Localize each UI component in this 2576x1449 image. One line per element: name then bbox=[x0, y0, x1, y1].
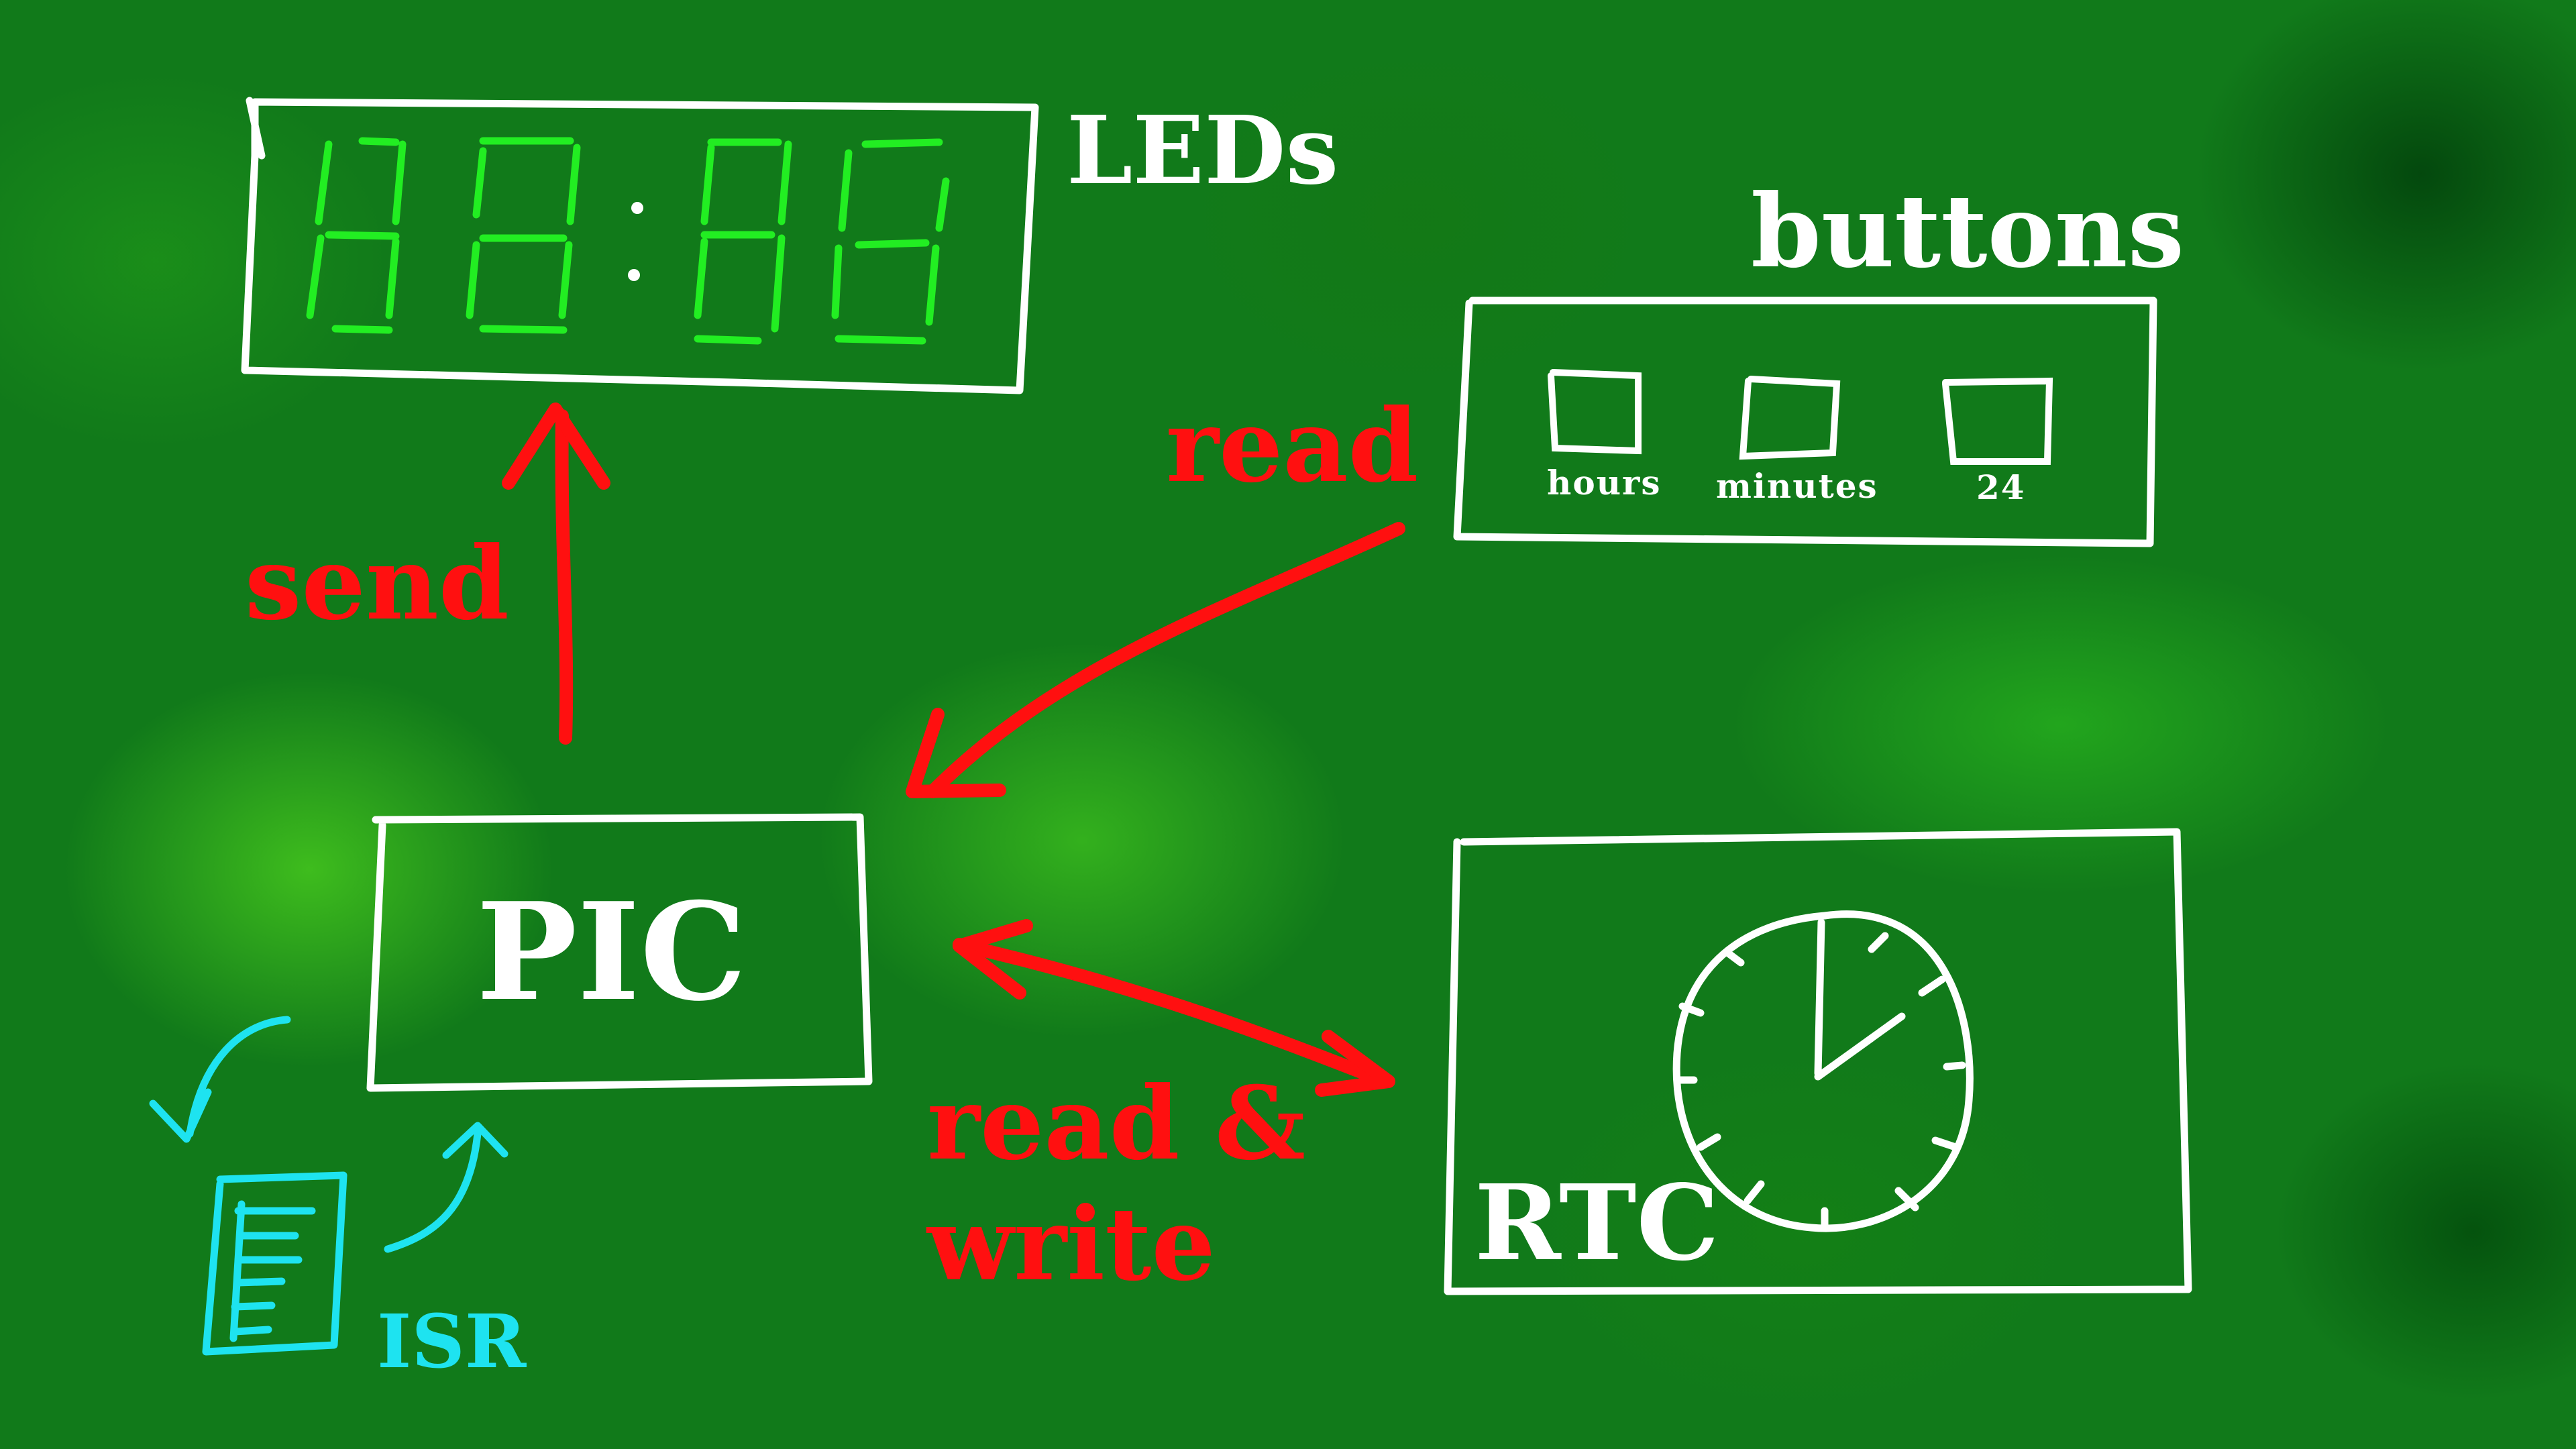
rtc-label: RTC bbox=[1474, 1161, 1719, 1284]
read-label: read bbox=[1166, 387, 1419, 505]
minutes-button[interactable] bbox=[1739, 376, 1841, 460]
buttons-panel bbox=[1453, 297, 2157, 547]
24-button[interactable] bbox=[1942, 377, 2053, 465]
pic-box bbox=[366, 813, 873, 1092]
send-arrow bbox=[502, 402, 610, 745]
pic-label: PIC bbox=[476, 873, 747, 1031]
send-label: send bbox=[245, 525, 509, 643]
read-write-label-line1: read & bbox=[927, 1065, 1306, 1183]
isr-return-arrow bbox=[384, 1122, 508, 1253]
hours-button-label: hours bbox=[1547, 463, 1662, 502]
isr-document-icon bbox=[202, 1171, 347, 1356]
read-write-arrow bbox=[953, 919, 1395, 1097]
read-write-label-line2: write bbox=[927, 1185, 1216, 1303]
led-display bbox=[241, 97, 1039, 394]
leds-label: LEDs bbox=[1067, 96, 1339, 206]
led-segments bbox=[306, 137, 950, 345]
read-arrow bbox=[906, 522, 1405, 798]
isr-label: ISR bbox=[377, 1298, 527, 1385]
rtc-box bbox=[1444, 828, 2192, 1295]
minutes-button-label: minutes bbox=[1716, 466, 1878, 506]
24-button-label: 24 bbox=[1976, 468, 2026, 507]
buttons-label: buttons bbox=[1751, 172, 2185, 290]
isr-enter-arrow bbox=[149, 1016, 291, 1143]
hours-button[interactable] bbox=[1548, 369, 1642, 455]
clock-icon bbox=[1672, 910, 1974, 1232]
